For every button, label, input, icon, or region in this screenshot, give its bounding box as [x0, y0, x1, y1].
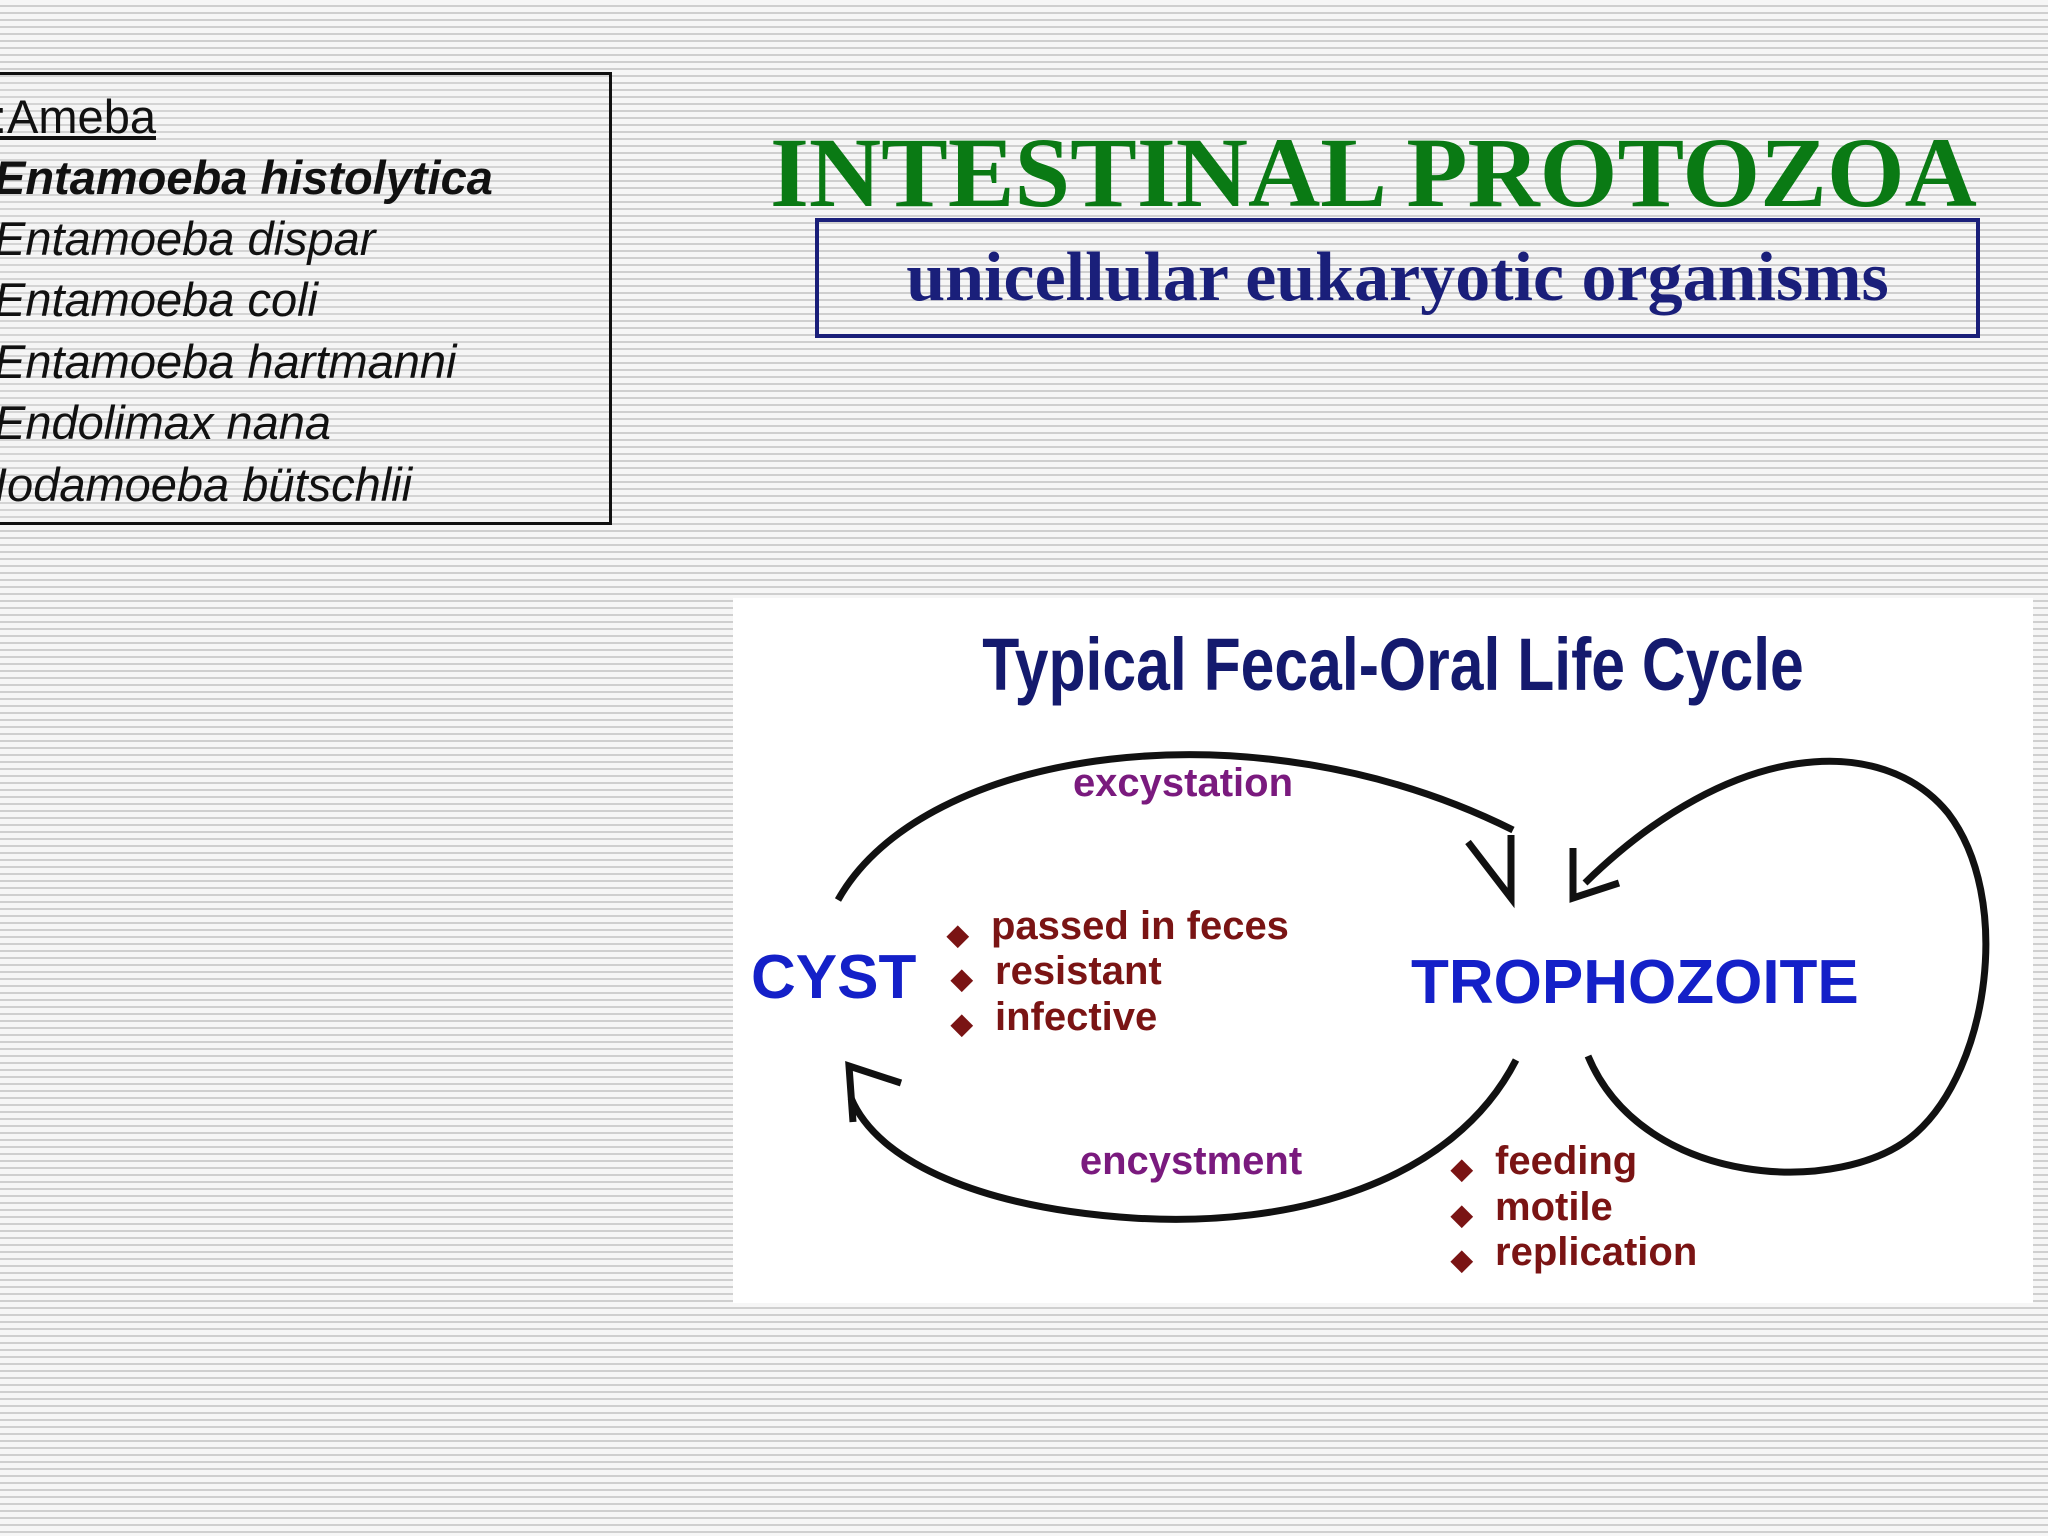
trophozoite-trait-motile: motile [1495, 1185, 1613, 1229]
cyst-trait-passed-in-feces: passed in feces [991, 904, 1289, 948]
species-item-endolimax-nana: Endolimax nana [0, 396, 332, 449]
cyst-stage-label: CYST [751, 943, 916, 1012]
species-list-box [0, 72, 612, 525]
bullet-icon: ◆ [946, 919, 970, 950]
subtitle-box: unicellular eukaryotic organisms [815, 218, 1980, 338]
trophozoite-stage-label: TROPHOZOITE [1411, 948, 1859, 1017]
species-item-entamoeba-hartmanni: Entamoeba hartmanni [0, 335, 457, 388]
encystment-arrow [847, 1058, 1520, 1223]
bullet-icon: ◆ [950, 963, 974, 994]
bullet-icon: ◆ [1450, 1244, 1474, 1275]
species-list-heading: :Ameba [0, 90, 156, 143]
slide-subtitle: unicellular eukaryotic organisms [906, 239, 1889, 316]
cyst-trait-infective: infective [995, 995, 1157, 1039]
species-item-iodamoeba-butschlii: Iodamoeba bütschlii [0, 458, 413, 511]
excystation-arrow [834, 751, 1515, 902]
trophozoite-trait-feeding: feeding [1495, 1139, 1637, 1183]
life-cycle-svg: Typical Fecal-Oral Life Cycle excystatio… [751, 624, 1990, 1275]
trophozoite-trait-replication: replication [1495, 1230, 1697, 1274]
life-cycle-diagram: Typical Fecal-Oral Life Cycle excystatio… [733, 598, 2033, 1303]
cyst-trait-resistant: resistant [995, 949, 1162, 993]
species-item-entamoeba-histolytica: Entamoeba histolytica [0, 151, 493, 204]
replication-loop-arrow [1582, 757, 1990, 1176]
bullet-icon: ◆ [950, 1008, 974, 1039]
replication-arrowhead-icon [1569, 848, 1621, 903]
species-item-entamoeba-coli: Entamoeba coli [0, 273, 318, 326]
slide-title: INTESTINAL PROTOZOA [770, 117, 1977, 228]
bullet-icon: ◆ [1450, 1153, 1474, 1184]
species-item-entamoeba-dispar: Entamoeba dispar [0, 212, 376, 265]
excystation-arrowhead-icon [1465, 835, 1515, 909]
encystment-label: encystment [1080, 1139, 1302, 1183]
life-cycle-title: Typical Fecal-Oral Life Cycle [982, 624, 1804, 706]
excystation-label: excystation [1073, 761, 1293, 805]
bullet-icon: ◆ [1450, 1199, 1474, 1230]
encystment-arrowhead-icon [845, 1061, 903, 1123]
